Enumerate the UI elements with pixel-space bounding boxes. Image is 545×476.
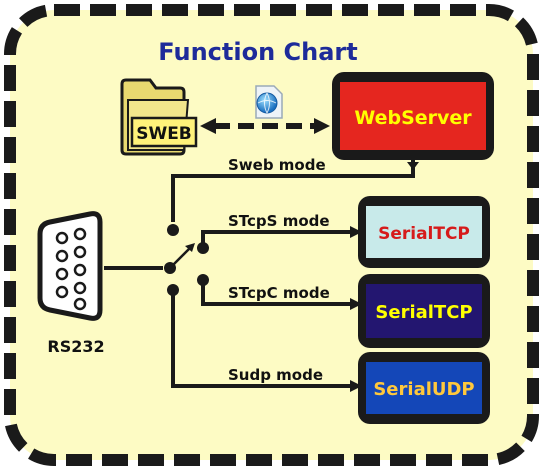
mode-label-sweb: Sweb mode [228, 156, 326, 174]
folder-label: SWEB [136, 124, 192, 144]
webserver-label: WebServer [354, 107, 472, 129]
serialudp-box [358, 352, 490, 424]
serialtcp-client-box [358, 274, 490, 348]
dashed-frame [4, 4, 539, 466]
chart-title: Function Chart [158, 38, 357, 66]
mode-label-stcpc: STcpC mode [228, 284, 330, 302]
sync-arrow [200, 118, 330, 134]
serialudp-label: SerialUDP [373, 379, 474, 400]
serialtcp-server-label: SerialTCP [378, 224, 470, 244]
connector-label: RS232 [47, 337, 104, 356]
folder-icon [120, 78, 198, 156]
mode-label-sudp: Sudp mode [228, 366, 323, 384]
db9-connector-icon [37, 211, 103, 321]
globe-file-icon [255, 85, 283, 119]
webserver-box [332, 72, 494, 160]
serialtcp-client-label: SerialTCP [375, 302, 472, 323]
mode-switch-icon [164, 224, 209, 296]
serialtcp-server-box [358, 196, 490, 268]
mode-label-stcps: STcpS mode [228, 212, 330, 230]
connection-arrows [350, 162, 419, 392]
